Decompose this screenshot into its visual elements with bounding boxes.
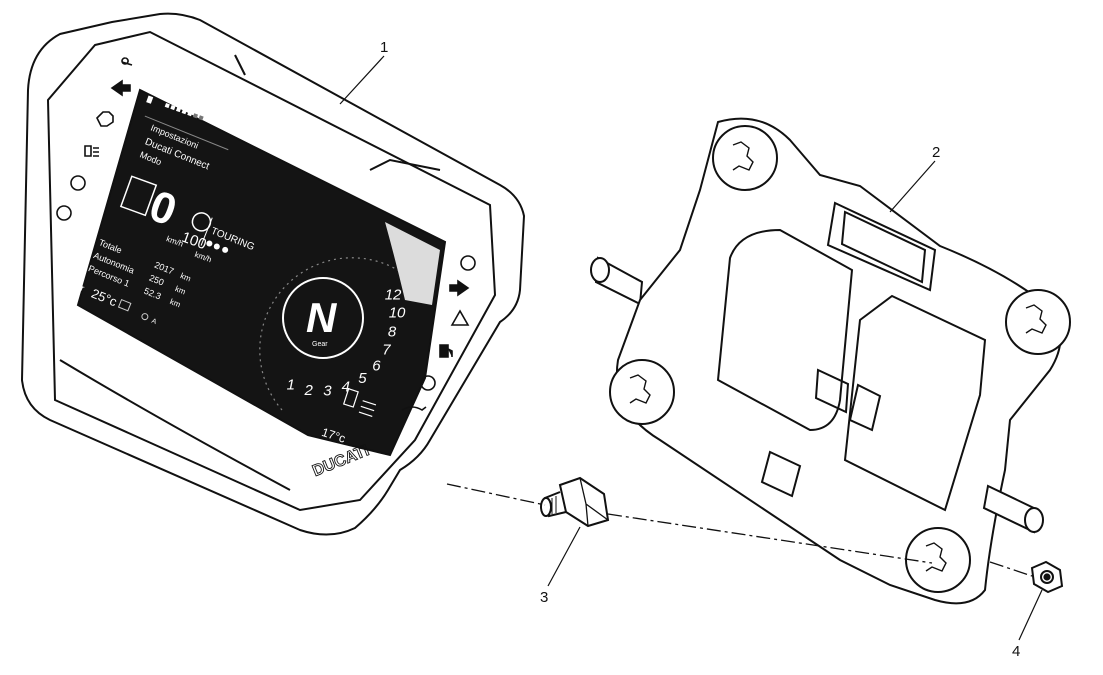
mounting-nut — [1030, 560, 1064, 594]
callout-label: 1 — [380, 39, 388, 56]
rubber-mount — [1005, 289, 1071, 355]
rubber-mount — [905, 527, 971, 593]
tach-number: 7 — [382, 341, 391, 358]
tach-number: 1 — [287, 376, 295, 393]
callout-leaders — [339, 55, 1043, 641]
right-indicator-column — [401, 255, 476, 411]
warning-icon — [450, 309, 470, 326]
tach-number: 5 — [358, 370, 367, 387]
light-icon — [460, 255, 476, 271]
trip-unit: km — [168, 297, 182, 309]
fuel-icon — [439, 344, 453, 358]
oil-icon — [401, 400, 427, 411]
tach-number: 2 — [304, 382, 314, 399]
tach-arc — [259, 257, 423, 411]
instrument-panel — [20, 12, 526, 536]
svg-text:A: A — [150, 318, 157, 326]
neutral-icon — [56, 205, 72, 221]
mounting-screw — [540, 476, 610, 528]
gear-label: Gear — [312, 341, 328, 348]
tach-number: 4 — [342, 379, 350, 396]
trip-unit: km — [174, 284, 188, 296]
callout-label: 4 — [1012, 643, 1020, 660]
trip-unit: km — [179, 271, 193, 283]
callout-label: 3 — [540, 589, 548, 606]
turn-left-icon — [110, 79, 131, 97]
turn-right-icon — [449, 279, 470, 297]
tach-number: 8 — [388, 324, 397, 341]
tft-screen — [76, 88, 447, 457]
rubber-mount — [712, 125, 778, 191]
tach-number: 6 — [372, 357, 381, 374]
engine-icon — [96, 111, 114, 127]
high-beam-icon — [84, 145, 99, 157]
tach-number: 3 — [323, 383, 332, 400]
assembly-lines — [446, 483, 1033, 577]
mounting-bracket — [590, 117, 1071, 605]
traction-icon — [420, 375, 436, 391]
signal-bar — [146, 95, 204, 121]
air-label: Air — [72, 280, 86, 293]
left-indicator-column — [56, 57, 133, 221]
bracket-cutout — [843, 294, 987, 512]
gear-ring — [282, 277, 364, 359]
speed-limit-icon — [191, 212, 212, 232]
key-icon — [121, 57, 133, 66]
callout-label: 2 — [932, 144, 940, 161]
speed-box — [119, 175, 158, 217]
rubber-mount — [609, 359, 675, 425]
tach-number: 10 — [389, 305, 406, 322]
gear-value: N — [306, 294, 338, 341]
bracket-window — [826, 201, 937, 292]
redline-zone — [385, 222, 440, 305]
tach-number: 12 — [385, 286, 402, 303]
abs-icon — [70, 175, 86, 191]
housing-bezel — [46, 30, 497, 512]
